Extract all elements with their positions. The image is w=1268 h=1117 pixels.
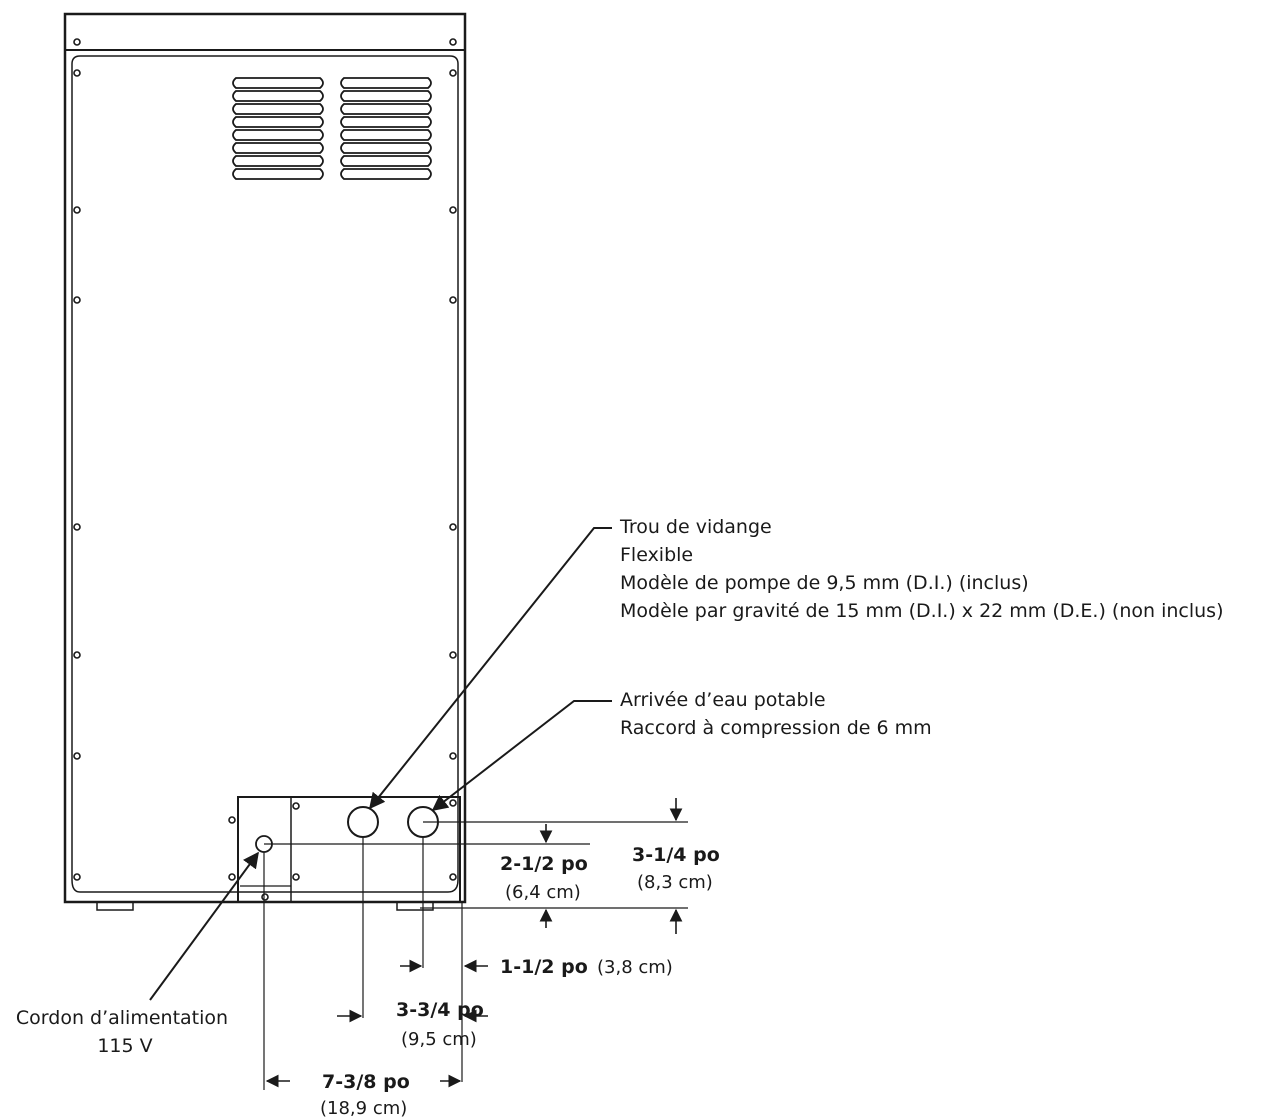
screw: [449, 206, 457, 214]
screw: [449, 69, 457, 77]
dimension-arrows: [265, 798, 683, 1088]
drain-leader: [369, 527, 612, 810]
screw: [449, 873, 457, 881]
louver-slat: [232, 116, 324, 128]
louver-slat: [340, 155, 432, 167]
screw: [449, 523, 457, 531]
screw: [73, 206, 81, 214]
louver-slat: [232, 142, 324, 154]
foot-left: [96, 901, 134, 911]
screw: [73, 523, 81, 531]
louver-slat: [232, 155, 324, 167]
screws: [73, 38, 457, 901]
louver-slat: [340, 77, 432, 89]
water-callout: Arrivée d’eau potable Raccord à compress…: [620, 689, 932, 739]
vent-right: [340, 77, 432, 180]
dim-3-1-4-label: 3-1/4 po: [632, 844, 720, 866]
connection-panel: [237, 796, 461, 903]
screw: [261, 893, 269, 901]
vent-louvers: [232, 77, 432, 180]
reference-lines: [263, 821, 688, 1090]
dim-1-1-2-label: 1-1/2 po: [500, 956, 588, 978]
louver-slat: [232, 77, 324, 89]
screw: [292, 873, 300, 881]
drain-hole: [347, 806, 379, 838]
dim-2-1-2-label: 2-1/2 po: [500, 853, 588, 875]
dim-1-1-2-metric: (3,8 cm): [597, 957, 673, 978]
leader-lines: [149, 527, 612, 1001]
dim-7-3-8-label: 7-3/8 po: [322, 1071, 410, 1093]
screw: [228, 816, 236, 824]
vent-left: [232, 77, 324, 180]
louver-slat: [340, 116, 432, 128]
louver-slat: [340, 142, 432, 154]
louver-slat: [232, 103, 324, 115]
screw: [73, 69, 81, 77]
screw: [449, 752, 457, 760]
louver-slat: [340, 103, 432, 115]
screw: [73, 752, 81, 760]
screw: [449, 296, 457, 304]
screw: [449, 38, 457, 46]
dim-3-3-4-label: 3-3/4 po: [396, 999, 484, 1021]
screw: [73, 38, 81, 46]
cabinet: [63, 12, 467, 911]
screw: [73, 296, 81, 304]
louver-slat: [340, 168, 432, 180]
dim-3-3-4-metric: (9,5 cm): [401, 1029, 477, 1050]
dim-7-3-8-metric: (18,9 cm): [320, 1098, 407, 1117]
louver-slat: [340, 129, 432, 141]
louver-slat: [232, 90, 324, 102]
power-callout: Cordon d’alimentation 115 V: [16, 1007, 234, 1057]
screw: [449, 799, 457, 807]
screw: [292, 802, 300, 810]
power-leader: [149, 851, 259, 1001]
water-leader: [431, 700, 612, 811]
dim-3-1-4-metric: (8,3 cm): [637, 872, 713, 893]
louver-slat: [340, 90, 432, 102]
louver-slat: [232, 129, 324, 141]
dim-2-1-2-metric: (6,4 cm): [505, 882, 581, 903]
screw: [449, 651, 457, 659]
drain-callout: Trou de vidange Flexible Modèle de pompe…: [619, 516, 1223, 622]
louver-slat: [232, 168, 324, 180]
screw: [73, 651, 81, 659]
screw: [228, 873, 236, 881]
screw: [73, 873, 81, 881]
